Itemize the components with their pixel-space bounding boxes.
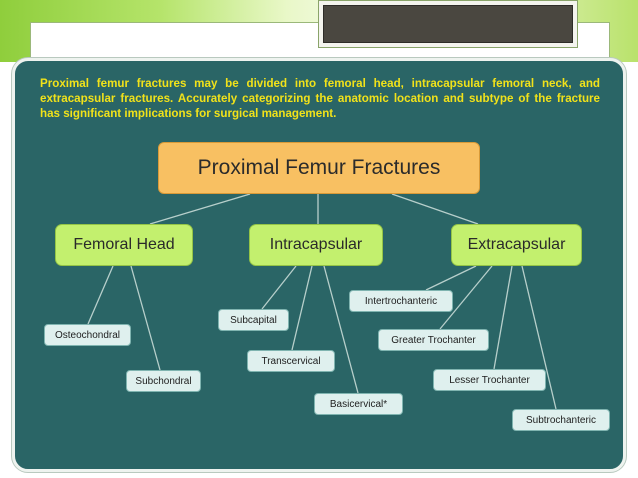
subtype-basicervical: Basicervical* — [314, 393, 403, 415]
subtype-lesser-trochanter: Lesser Trochanter — [433, 369, 546, 391]
subtype-subcapital: Subcapital — [218, 309, 289, 331]
link-extra-intertrochanteric — [425, 265, 477, 291]
link-intra-basicervical — [323, 265, 359, 394]
subtype-greater-trochanter: Greater Trochanter — [378, 329, 489, 351]
category-femoral-head: Femoral Head — [55, 224, 193, 266]
link-femoral-subchondral — [130, 265, 161, 371]
link-femoral-osteochondral — [87, 265, 114, 325]
subtype-subchondral: Subchondral — [126, 370, 201, 392]
link-extra-greater — [439, 265, 493, 330]
link-intra-subcapital — [261, 265, 297, 310]
link-root-extracapsular — [391, 193, 479, 225]
subtype-osteochondral: Osteochondral — [44, 324, 131, 346]
link-extra-lesser — [493, 265, 513, 370]
link-intra-transcervical — [291, 265, 313, 351]
header-image-frame — [318, 0, 578, 48]
link-root-femoral-head — [149, 193, 251, 225]
intro-paragraph: Proximal femur fractures may be divided … — [40, 77, 600, 120]
subtype-transcervical: Transcervical — [247, 350, 335, 372]
subtype-subtrochanteric: Subtrochanteric — [512, 409, 610, 431]
root-node: Proximal Femur Fractures — [158, 142, 480, 194]
category-extracapsular: Extracapsular — [451, 224, 582, 266]
category-intracapsular: Intracapsular — [249, 224, 383, 266]
header-image — [323, 5, 573, 43]
link-extra-subtrochanteric — [521, 265, 557, 410]
subtype-intertrochanteric: Intertrochanteric — [349, 290, 453, 312]
